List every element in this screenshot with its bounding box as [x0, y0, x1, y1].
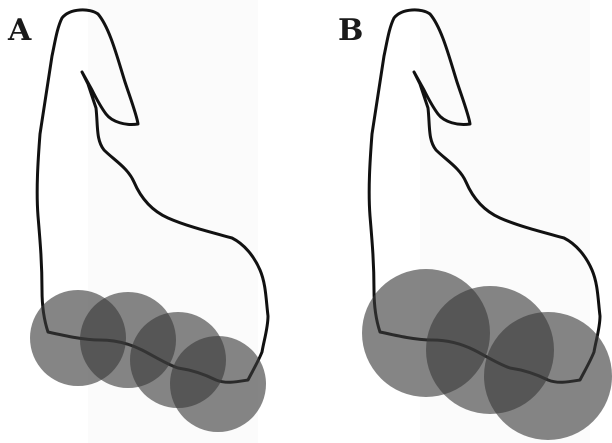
panel-label-b: B — [338, 13, 363, 48]
circle-a4 — [170, 336, 266, 432]
circle-b3 — [484, 312, 612, 440]
panel-label-a: A — [7, 13, 32, 48]
